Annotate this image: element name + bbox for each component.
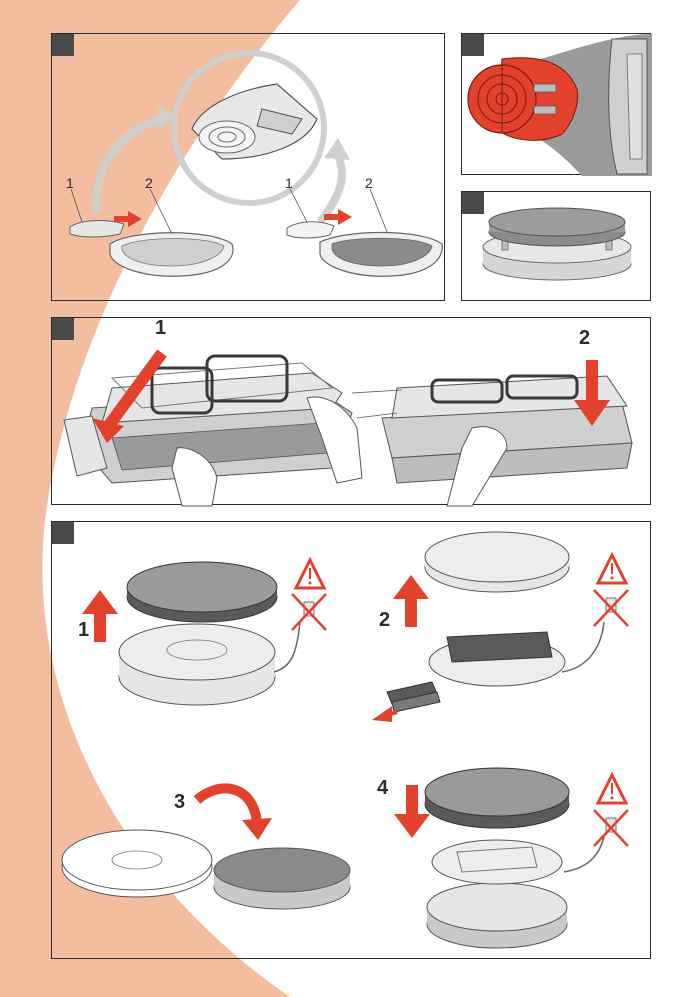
handle-closeup-illustration bbox=[462, 34, 652, 176]
crepe-plate-illustration bbox=[462, 192, 652, 302]
unplug-icon bbox=[594, 590, 628, 626]
label-1: 1 bbox=[285, 176, 293, 190]
panel-grill-assembly: 1 2 bbox=[51, 317, 651, 505]
panel-disassembly: 1 2 3 4 bbox=[51, 521, 651, 959]
grill-assembly-illustration bbox=[52, 318, 652, 506]
label-2: 2 bbox=[579, 328, 590, 348]
label-1: 1 bbox=[66, 176, 74, 190]
panel-crepe-plate bbox=[461, 191, 651, 301]
step-4-label: 4 bbox=[377, 778, 388, 798]
unplug-icon bbox=[594, 810, 628, 846]
label-2: 2 bbox=[365, 176, 373, 190]
step-1-label: 1 bbox=[78, 620, 89, 640]
step-2-label: 2 bbox=[379, 610, 390, 630]
panel-handle-closeup bbox=[461, 33, 651, 175]
step-3-label: 3 bbox=[174, 792, 185, 812]
disassembly-illustration bbox=[52, 522, 652, 960]
pan-removal-illustration bbox=[52, 34, 446, 302]
label-1: 1 bbox=[155, 318, 166, 338]
warning-icon bbox=[598, 775, 626, 803]
warning-icon bbox=[598, 555, 626, 583]
label-2: 2 bbox=[145, 176, 153, 190]
panel-pan-removal: 1 2 1 2 bbox=[51, 33, 445, 301]
warning-icon bbox=[296, 560, 324, 588]
unplug-icon bbox=[292, 594, 326, 630]
